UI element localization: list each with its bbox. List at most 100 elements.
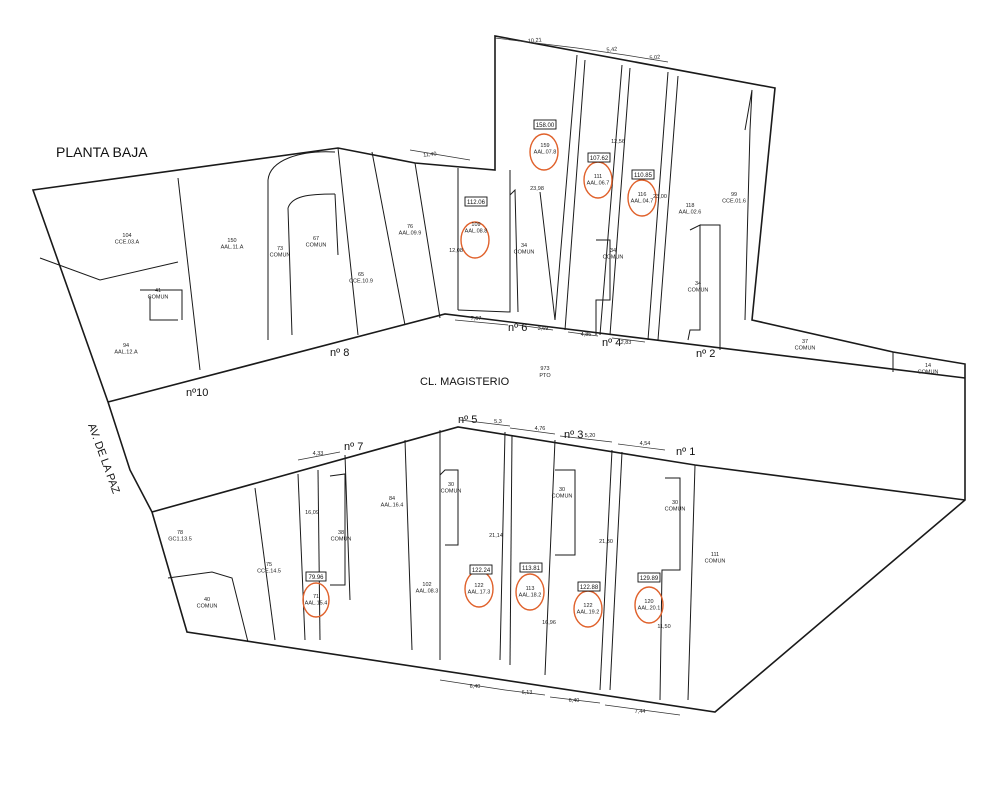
parcel-code: AAL.09.9 bbox=[399, 231, 422, 237]
plan-title: PLANTA BAJA bbox=[56, 144, 148, 160]
parcel-area: 30 bbox=[672, 500, 678, 506]
boxed-areas: 112.06 158.00 107.62 110.85 79.96 122.24… bbox=[305, 119, 661, 592]
parcel-code: COMUN bbox=[441, 489, 462, 495]
dimension-label: 7,44 bbox=[635, 709, 646, 715]
parcel-area: 73 bbox=[277, 246, 283, 252]
parcel-area: 71 bbox=[313, 594, 319, 600]
parcel-code: AAL.11.A bbox=[221, 245, 244, 251]
parcel-code: COMUN bbox=[514, 250, 535, 256]
parcel-code: CCE.14.5 bbox=[257, 569, 281, 575]
street-number: nº 1 bbox=[676, 446, 695, 458]
street-number: nº 3 bbox=[564, 429, 583, 441]
parcel-area: 111 bbox=[711, 552, 719, 558]
parcel-code: AAL.04.7 bbox=[631, 199, 654, 205]
dimension-label: 11,40 bbox=[423, 151, 437, 158]
street-numbers: nº 8 nº10 nº 6 nº 4 nº 2 nº 5 nº 7 nº 3 … bbox=[186, 322, 715, 458]
street-name: CL. MAGISTERIO bbox=[420, 376, 510, 388]
parcel-code: COMUN bbox=[270, 253, 291, 259]
street-number: nº 6 bbox=[508, 322, 527, 334]
parcel-code: AAL.15.4 bbox=[305, 601, 328, 607]
parcel-area: 99 bbox=[731, 192, 737, 198]
parcel-area: 34 bbox=[610, 248, 616, 254]
parcel-area: 150 bbox=[227, 238, 236, 244]
svg-text:113.81: 113.81 bbox=[522, 566, 541, 572]
parcel-area: 122 bbox=[474, 583, 483, 589]
parcel-area: 159 bbox=[540, 143, 549, 149]
street-number: nº 4 bbox=[602, 337, 621, 349]
parcel-code: AAL.02.6 bbox=[679, 210, 702, 216]
dimension-label: 5,20 bbox=[585, 433, 596, 439]
parcel-area: 78 bbox=[177, 530, 183, 536]
north-parcel-lines bbox=[39, 54, 894, 372]
parcel-area: 30 bbox=[448, 482, 454, 488]
outlines bbox=[31, 35, 966, 716]
parcel-area: 41 bbox=[155, 288, 161, 294]
area-box: 122.88 bbox=[577, 581, 601, 592]
dimension-label: 4,85 bbox=[581, 332, 592, 338]
dimension-label: 3,69 bbox=[538, 326, 549, 332]
parcel-area: 30 bbox=[559, 487, 565, 493]
svg-text:973: 973 bbox=[540, 366, 549, 372]
parcel-area: 104 bbox=[122, 233, 131, 239]
dimension-label: 23,98 bbox=[530, 186, 544, 192]
parcel-code: COMUN bbox=[665, 507, 686, 513]
parcel-code: AAL.12.A bbox=[114, 350, 138, 356]
parcel-area: 111 bbox=[594, 174, 602, 180]
street-north-edge bbox=[107, 313, 966, 403]
parcel-area: 38 bbox=[338, 530, 344, 536]
parcel-code: AAL.07.8 bbox=[534, 150, 557, 156]
parcel-area: 76 bbox=[407, 224, 413, 230]
svg-text:110.85: 110.85 bbox=[634, 173, 653, 179]
svg-text:158.00: 158.00 bbox=[536, 123, 555, 129]
dimension-label: 5,3 bbox=[494, 419, 502, 425]
parcel-area: 122 bbox=[583, 603, 592, 609]
dimension-label: 4,76 bbox=[535, 426, 546, 432]
parcel-code: AAL.20.1 bbox=[638, 606, 661, 612]
dimension-label: 11,50 bbox=[657, 624, 670, 630]
dimension-label: 5,02 bbox=[649, 55, 660, 62]
parcel-code: CCE.10.9 bbox=[349, 279, 373, 285]
dimension-label: 6,40 bbox=[569, 698, 580, 704]
svg-text:122.24: 122.24 bbox=[472, 568, 491, 574]
dimension-label: 23,00 bbox=[653, 194, 667, 200]
dimension-label: 12,08 bbox=[449, 248, 463, 254]
parcel-code: AAL.08.3 bbox=[416, 589, 439, 595]
area-box: 113.81 bbox=[519, 562, 543, 573]
parcel-code: AAL.16.4 bbox=[381, 503, 404, 509]
parcel-code: AAL.08.8 bbox=[465, 229, 488, 235]
area-box: 129.89 bbox=[637, 572, 661, 583]
avenue-name: AV. DE LA PAZ bbox=[85, 422, 122, 496]
parcel-code: AAL.19.2 bbox=[577, 610, 600, 616]
parcel-code: CCE.03.A bbox=[115, 240, 140, 246]
svg-text:79.96: 79.96 bbox=[308, 575, 324, 581]
south-parcel-lines bbox=[167, 430, 696, 701]
north-block-outline bbox=[31, 35, 966, 403]
parcel-code: COMUN bbox=[306, 243, 327, 249]
parcel-code: COMUN bbox=[705, 559, 726, 565]
parcel-area: 40 bbox=[204, 597, 210, 603]
parcel-area: 65 bbox=[358, 272, 364, 278]
area-box: 158.00 bbox=[533, 119, 557, 130]
dimension-labels: 10,215,425,0211,4012,0823,9812,5623,007,… bbox=[305, 37, 671, 715]
street-area-label: 973 PTO bbox=[539, 366, 551, 379]
